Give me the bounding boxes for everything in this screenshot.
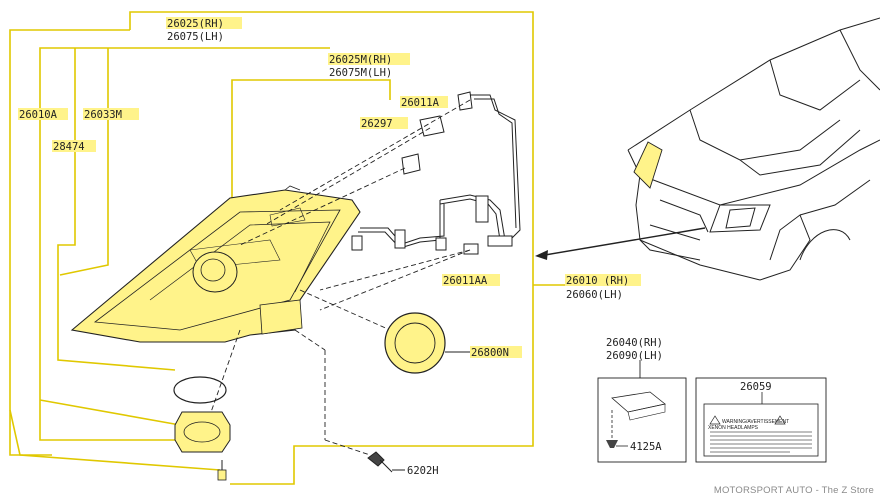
warning-heading: WARNING/AVERTISSEMENT — [722, 419, 789, 425]
label-clip-lh: 26090(LH) — [606, 350, 663, 362]
label-cover: 26800N — [471, 347, 509, 359]
label-bolt: 6202H — [407, 465, 439, 477]
leader-lines — [209, 99, 471, 456]
pointer-arrow — [535, 227, 706, 260]
label-clip-rh: 26040(RH) — [606, 337, 663, 349]
ballast-cap[interactable] — [174, 411, 231, 481]
car-headlamp-highlight — [633, 141, 663, 189]
label-bulb-socket: 26011A — [401, 97, 440, 109]
label-caution: 26059 — [740, 381, 772, 393]
wiring-harness[interactable] — [351, 91, 521, 255]
car-illustration — [627, 17, 880, 281]
label-housing-rh: 26025M(RH) — [329, 54, 392, 66]
label-assembly-rh: 26025(RH) — [167, 18, 224, 30]
label-headlamp-lh: 26060(LH) — [566, 289, 623, 301]
headlamp-housing[interactable] — [70, 185, 361, 343]
warning-subheading: XENON HEADLAMPS — [708, 425, 759, 431]
label-screw: 4125A — [630, 441, 662, 453]
gasket-ring[interactable] — [173, 376, 227, 404]
label-seal-m: 26033M — [84, 109, 122, 121]
label-cap-a: 26010A — [19, 109, 58, 121]
label-bracket: 28474 — [53, 141, 85, 153]
bolt-6202h[interactable] — [367, 451, 405, 473]
watermark: MOTORSPORT AUTO - The Z Store — [713, 485, 874, 496]
label-assembly-lh: 26075(LH) — [167, 31, 224, 43]
warning-lines — [710, 431, 812, 453]
label-harness: 26011AA — [443, 275, 488, 287]
label-housing-lh: 26075M(LH) — [329, 67, 392, 79]
label-bulb: 26297 — [361, 118, 393, 130]
lamp-cover[interactable] — [384, 312, 470, 374]
caution-label-box — [695, 377, 827, 463]
clip-box — [597, 360, 687, 463]
label-headlamp-rh: 26010 (RH) — [566, 275, 629, 287]
assembly-frame — [9, 11, 565, 485]
